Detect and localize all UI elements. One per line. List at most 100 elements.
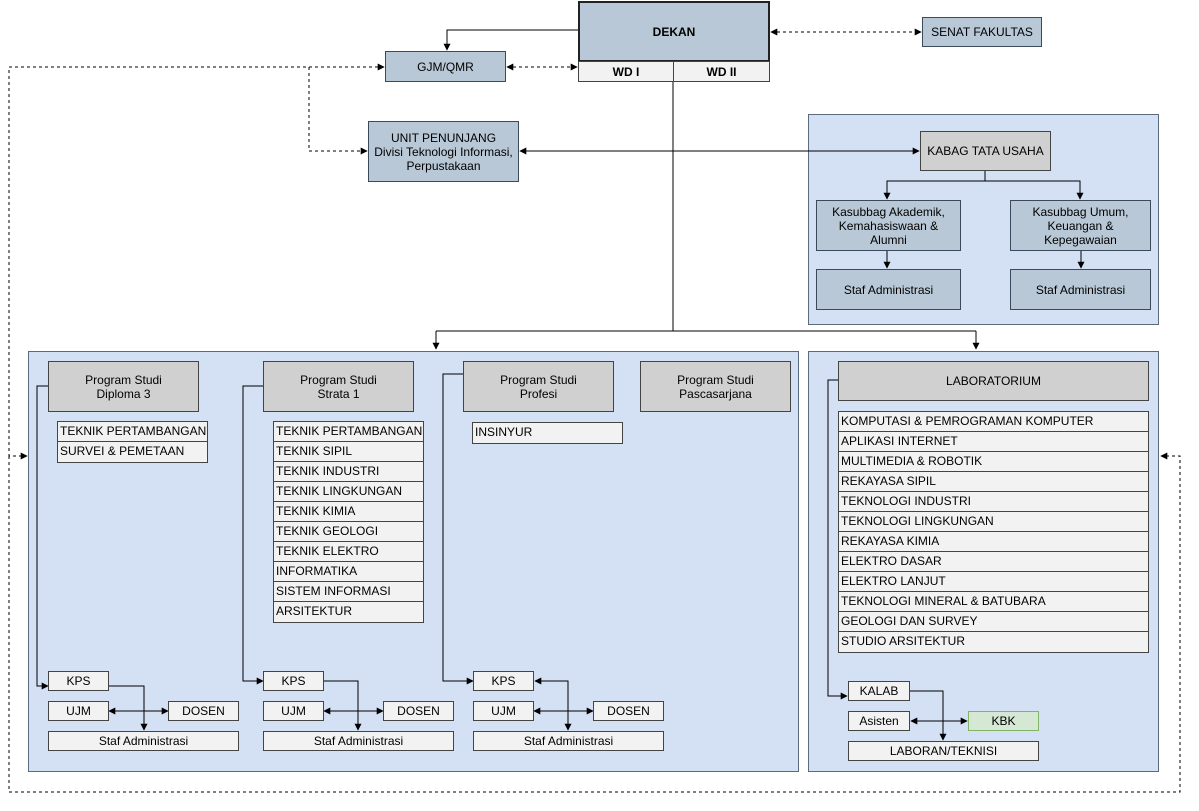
list-item: TEKNOLOGI LINGKUNGAN bbox=[839, 512, 1148, 532]
dekan-title: DEKAN bbox=[652, 24, 696, 39]
list-item: ARSITEKTUR bbox=[276, 604, 353, 618]
staf-administrasi-akademik-box: Staf Administrasi bbox=[816, 269, 961, 310]
staf-label: Staf Administrasi bbox=[98, 734, 189, 748]
list-item: GEOLOGI DAN SURVEY bbox=[839, 612, 1148, 632]
umum-line1: Kasubbag Umum, bbox=[1032, 204, 1129, 219]
unit-line3: Perpustakaan bbox=[406, 158, 481, 173]
list-item: TEKNIK LINGKUNGAN bbox=[274, 482, 423, 502]
kalab-box: KALAB bbox=[848, 681, 910, 701]
list-item: TEKNOLOGI INDUSTRI bbox=[839, 492, 1148, 512]
unit-line2: Divisi Teknologi Informasi, bbox=[374, 144, 513, 159]
list-item: INFORMATIKA bbox=[274, 562, 423, 582]
dosen-d3-box: DOSEN bbox=[168, 701, 239, 721]
kasubbag-akademik-box: Kasubbag Akademik, Kemahasiswaan & Alumn… bbox=[816, 200, 961, 251]
pasca-line2: Pascasarjana bbox=[679, 386, 752, 401]
kabag-label: KABAG TATA USAHA bbox=[927, 144, 1044, 158]
ujm-profesi-box: UJM bbox=[473, 701, 534, 721]
staf-administrasi-umum-box: Staf Administrasi bbox=[1010, 269, 1151, 310]
wd2-box: WD II bbox=[673, 61, 770, 82]
wd1-label: WD I bbox=[612, 64, 640, 79]
list-item: MULTIMEDIA & ROBOTIK bbox=[839, 452, 1148, 472]
asisten-label: Asisten bbox=[859, 714, 899, 728]
staf-left-label: Staf Administrasi bbox=[843, 282, 934, 297]
laboran-label: LABORAN/TEKNISI bbox=[889, 744, 998, 758]
s1-program-list: TEKNIK PERTAMBANGAN TEKNIK SIPIL TEKNIK … bbox=[273, 421, 424, 623]
d3-line1: Program Studi bbox=[85, 372, 162, 387]
kps-label: KPS bbox=[66, 674, 91, 688]
program-studi-d3-box: Program Studi Diploma 3 bbox=[48, 361, 199, 412]
kps-label: KPS bbox=[281, 674, 306, 688]
lab-list: KOMPUTASI & PEMROGRAMAN KOMPUTER APLIKAS… bbox=[838, 411, 1149, 653]
dosen-label: DOSEN bbox=[182, 704, 225, 718]
staf-administrasi-profesi-box: Staf Administrasi bbox=[473, 731, 664, 751]
list-item: INSINYUR bbox=[475, 425, 533, 439]
gjm-qmr-box: GJM/QMR bbox=[385, 51, 506, 82]
kbk-label: KBK bbox=[991, 714, 1016, 728]
d3-program-list: TEKNIK PERTAMBANGAN SURVEI & PEMETAAN bbox=[57, 421, 208, 463]
pasca-line1: Program Studi bbox=[677, 372, 754, 387]
list-item: APLIKASI INTERNET bbox=[839, 432, 1148, 452]
profesi-program-list: INSINYUR bbox=[472, 422, 623, 444]
ujm-label: UJM bbox=[491, 704, 516, 718]
s1-line1: Program Studi bbox=[300, 372, 377, 387]
akademik-line3: Alumni bbox=[870, 232, 907, 247]
list-item: TEKNIK KIMIA bbox=[274, 502, 423, 522]
staf-administrasi-d3-box: Staf Administrasi bbox=[48, 731, 239, 751]
dekan-box: DEKAN bbox=[578, 1, 770, 62]
program-studi-s1-box: Program Studi Strata 1 bbox=[263, 361, 414, 412]
senat-fakultas-box: SENAT FAKULTAS bbox=[922, 17, 1042, 47]
dosen-profesi-box: DOSEN bbox=[593, 701, 664, 721]
profesi-line1: Program Studi bbox=[500, 372, 577, 387]
kps-label: KPS bbox=[491, 674, 516, 688]
list-item: STUDIO ARSITEKTUR bbox=[841, 634, 966, 648]
laboratorium-title: LABORATORIUM bbox=[946, 374, 1041, 388]
dosen-label: DOSEN bbox=[607, 704, 650, 718]
list-item: SISTEM INFORMASI bbox=[274, 582, 423, 602]
kbk-box: KBK bbox=[968, 711, 1039, 731]
akademik-line1: Kasubbag Akademik, bbox=[832, 204, 945, 219]
wd1-box: WD I bbox=[578, 61, 674, 82]
kalab-label: KALAB bbox=[859, 684, 899, 698]
dosen-label: DOSEN bbox=[397, 704, 440, 718]
profesi-line2: Profesi bbox=[519, 386, 558, 401]
list-item: ELEKTRO LANJUT bbox=[839, 572, 1148, 592]
senat-label: SENAT FAKULTAS bbox=[931, 25, 1033, 39]
list-item: SURVEI & PEMETAAN bbox=[60, 444, 185, 458]
akademik-line2: Kemahasiswaan & bbox=[838, 218, 939, 233]
staf-label: Staf Administrasi bbox=[313, 734, 404, 748]
list-item: TEKNOLOGI MINERAL & BATUBARA bbox=[839, 592, 1148, 612]
list-item: KOMPUTASI & PEMROGRAMAN KOMPUTER bbox=[839, 412, 1148, 432]
laboran-teknisi-box: LABORAN/TEKNISI bbox=[848, 741, 1039, 761]
ujm-d3-box: UJM bbox=[48, 701, 109, 721]
gjm-label: GJM/QMR bbox=[417, 59, 474, 74]
kps-d3-box: KPS bbox=[48, 671, 109, 691]
unit-penunjang-box: UNIT PENUNJANG Divisi Teknologi Informas… bbox=[368, 121, 519, 182]
ujm-s1-box: UJM bbox=[263, 701, 324, 721]
staf-label: Staf Administrasi bbox=[523, 734, 614, 748]
asisten-box: Asisten bbox=[848, 711, 910, 731]
laboratorium-box: LABORATORIUM bbox=[838, 361, 1149, 401]
d3-line2: Diploma 3 bbox=[96, 386, 151, 401]
list-item: TEKNIK PERTAMBANGAN bbox=[274, 422, 423, 442]
dosen-s1-box: DOSEN bbox=[383, 701, 454, 721]
kabag-tata-usaha-box: KABAG TATA USAHA bbox=[920, 131, 1051, 171]
list-item: TEKNIK PERTAMBANGAN bbox=[58, 422, 207, 442]
ujm-label: UJM bbox=[66, 704, 91, 718]
list-item: TEKNIK SIPIL bbox=[274, 442, 423, 462]
wd2-label: WD II bbox=[706, 64, 737, 79]
umum-line2: Keuangan & bbox=[1047, 218, 1114, 233]
umum-line3: Kepegawaian bbox=[1044, 232, 1117, 247]
program-studi-profesi-box: Program Studi Profesi bbox=[463, 361, 614, 412]
ujm-label: UJM bbox=[281, 704, 306, 718]
unit-line1: UNIT PENUNJANG bbox=[390, 130, 497, 145]
list-item: REKAYASA SIPIL bbox=[839, 472, 1148, 492]
list-item: REKAYASA KIMIA bbox=[839, 532, 1148, 552]
staf-administrasi-s1-box: Staf Administrasi bbox=[263, 731, 454, 751]
list-item: TEKNIK INDUSTRI bbox=[274, 462, 423, 482]
kasubbag-umum-box: Kasubbag Umum, Keuangan & Kepegawaian bbox=[1010, 200, 1151, 251]
s1-line2: Strata 1 bbox=[317, 386, 360, 401]
list-item: ELEKTRO DASAR bbox=[839, 552, 1148, 572]
kps-profesi-box: KPS bbox=[473, 671, 534, 691]
staf-right-label: Staf Administrasi bbox=[1035, 282, 1126, 297]
